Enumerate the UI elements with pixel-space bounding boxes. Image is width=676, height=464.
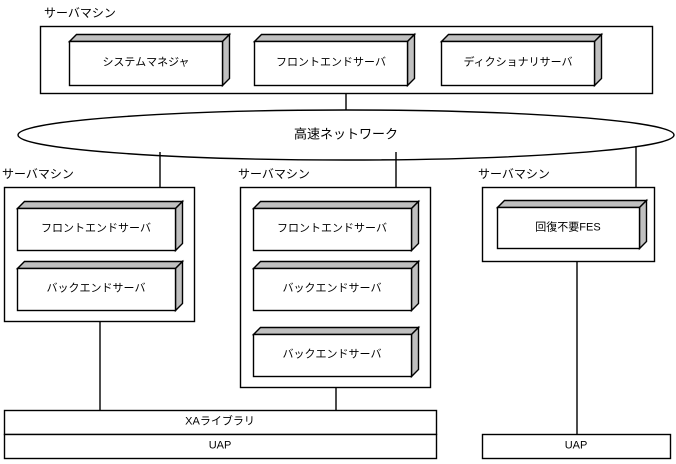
right-stack-uap-label: UAP — [564, 439, 588, 452]
left-machine-label: サーバマシン — [2, 167, 74, 181]
system-manager-label: システムマネジャ — [102, 56, 190, 69]
xa-stack-uap-label: UAP — [208, 439, 232, 452]
box-left-front-end-server — [15, 199, 185, 253]
no-recovery-fes-label: 回復不要FES — [535, 221, 601, 234]
box-dictionary-server — [439, 32, 604, 88]
middle-back-end-server-2-label: バックエンドサーバ — [282, 348, 382, 361]
xa-library-label: XAライブラリ — [185, 415, 255, 428]
box-middle-front-end-server — [251, 199, 421, 253]
network-ellipse — [17, 109, 675, 161]
xa-stack-uap-box — [3, 433, 438, 460]
left-back-end-server-label: バックエンドサーバ — [46, 282, 146, 295]
right-machine-label: サーバマシン — [478, 167, 550, 181]
box-left-back-end-server — [15, 259, 185, 313]
middle-back-end-server-1-label: バックエンドサーバ — [282, 282, 382, 295]
top-front-end-server-label: フロントエンドサーバ — [276, 56, 386, 69]
box-top-front-end-server — [252, 32, 417, 88]
box-no-recovery-fes — [495, 198, 649, 251]
dictionary-server-label: ディクショナリサーバ — [463, 56, 573, 69]
left-front-end-server-label: フロントエンドサーバ — [41, 222, 151, 235]
top-machine-label: サーバマシン — [44, 6, 116, 20]
right-stack-uap-box — [481, 433, 672, 460]
box-middle-back-end-server-1 — [251, 259, 421, 313]
box-middle-back-end-server-2 — [251, 325, 421, 379]
network-label: 高速ネットワーク — [293, 126, 399, 142]
middle-machine-label: サーバマシン — [238, 167, 310, 181]
middle-front-end-server-label: フロントエンドサーバ — [277, 222, 387, 235]
box-system-manager — [67, 32, 232, 88]
